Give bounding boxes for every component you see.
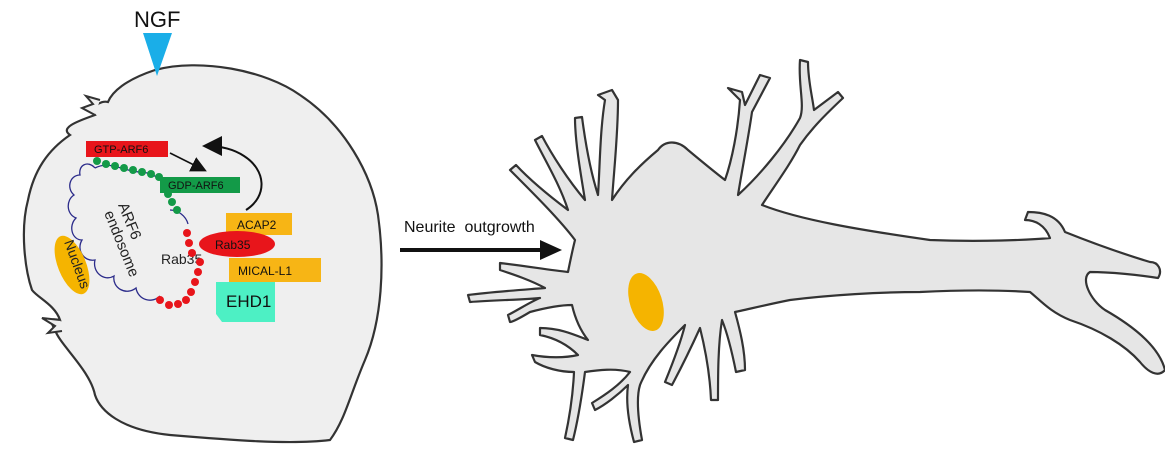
gdp-arf6-label: GDP-ARF6 <box>168 180 224 192</box>
process-label: Neurite outgrowth <box>404 219 535 236</box>
neurite-outgrowth-arrowhead <box>540 240 562 260</box>
acap2-label: ACAP2 <box>237 218 277 232</box>
ngf-label: NGF <box>134 7 180 32</box>
rab35-active-label: Rab35 <box>215 238 251 252</box>
gtp-arf6-label: GTP-ARF6 <box>94 144 148 156</box>
mical-l1-label: MICAL-L1 <box>238 264 292 278</box>
rab35-inactive-label: Rab35 <box>161 251 202 267</box>
neuron-body <box>468 60 1165 442</box>
ehd1-label: EHD1 <box>226 292 271 311</box>
